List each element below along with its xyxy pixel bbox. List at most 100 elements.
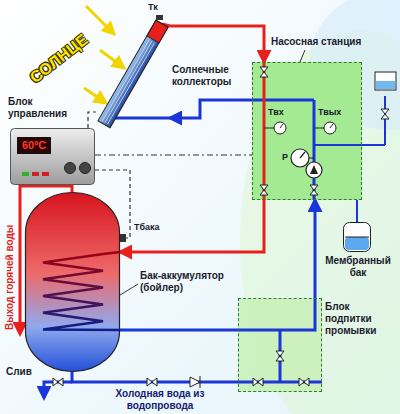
sensor-label: Тбака (134, 222, 160, 233)
membrane-tank-water (345, 237, 369, 250)
pipe-connector (170, 100, 252, 118)
node-label: Блок управления (8, 96, 80, 120)
circulation-pump (310, 165, 318, 174)
thermometer-dial (280, 124, 283, 128)
pipe-stub (108, 117, 170, 120)
inlet-label: Холодная вода из водопровода (115, 388, 205, 412)
pump-station-pipes (384, 96, 386, 145)
thermometer-dial (274, 122, 336, 134)
check-valve (200, 376, 201, 388)
pump-station-pipes (252, 99, 314, 102)
node-label: Насосная станция (271, 36, 381, 48)
membrane-tank-shell (344, 223, 371, 252)
valve-symbol (381, 109, 389, 119)
valve-symbol (147, 378, 157, 386)
gauge-label: Р (282, 152, 288, 163)
valve-symbol (299, 378, 309, 386)
tank-outline (25, 192, 120, 372)
outlet-label: Выход горячей воды (4, 225, 16, 330)
storage-tank: Бак-аккумулятор (бойлер) (25, 192, 120, 372)
check-valve (190, 376, 200, 388)
collector-panel (98, 20, 168, 127)
pump-station-pipes (314, 128, 324, 129)
heat-exchanger-coil (43, 252, 120, 330)
cold-water-pipe (44, 382, 72, 398)
membrane (345, 237, 369, 238)
pipe-connector (356, 200, 358, 222)
valve-symbol (253, 378, 263, 386)
node-label: Бак-аккумулятор (бойлер) (140, 270, 240, 294)
indicator-lamp (32, 172, 39, 176)
collector-panel (98, 20, 168, 127)
refill-block: Блок подпитки промывки (238, 298, 322, 392)
indicator-lamp (42, 172, 49, 176)
pump-station-pipes (314, 144, 385, 146)
sun-label: СОЛНЦЕ (26, 30, 92, 87)
indicator-lamp (22, 172, 29, 176)
pump-station-body (252, 62, 362, 200)
cold-water-pipe (238, 298, 315, 330)
solar-collector: Солнечные коллекторы (96, 14, 170, 130)
circulation-pump (306, 162, 322, 178)
sensor-label: Твх (268, 107, 284, 118)
pump-station-pipes (264, 128, 274, 129)
valve-symbol (260, 67, 268, 77)
pump-station-pipes (263, 62, 266, 200)
pump-station: Насосная станция (252, 62, 362, 200)
collector-hot-end (147, 20, 168, 43)
pipe-connector (170, 26, 264, 62)
circulation-pump (306, 162, 322, 178)
pipe-connector (120, 329, 238, 332)
valve-symbol (260, 67, 389, 195)
control-wire (88, 112, 96, 128)
thermometer-dial (324, 122, 336, 134)
valve-symbol (310, 185, 318, 195)
sensor-label: Твых (318, 107, 341, 118)
expansion-vessel (375, 72, 396, 90)
collector-sensor (156, 15, 163, 20)
thermometer-dial (330, 124, 333, 128)
pump-station-pipes (252, 62, 385, 200)
node-label: Мембранный бак (319, 255, 397, 279)
check-valve (190, 377, 200, 387)
refill-block-body (238, 298, 322, 392)
expansion-vessel (375, 72, 396, 90)
pump-station-body (252, 62, 362, 200)
control-knob (80, 163, 91, 174)
node-label: Блок подпитки промывки (325, 301, 397, 337)
sensor-label: Тк (148, 2, 158, 13)
sun-rays (86, 6, 114, 34)
control-knob (65, 163, 76, 174)
expansion-vessel (376, 81, 395, 89)
collector-tube (105, 41, 152, 122)
valve-symbol (276, 351, 284, 361)
memb-outline (343, 222, 371, 252)
sun-rays (84, 88, 106, 103)
leader-line (112, 50, 305, 300)
control-unit: Блок управления60ºC (10, 128, 95, 185)
collector-tube (102, 40, 149, 121)
control-housing (11, 129, 95, 185)
tank-shell (26, 193, 120, 372)
control-wire (95, 154, 252, 155)
thermometer-dial (274, 122, 286, 134)
pressure-gauge (300, 152, 305, 158)
membrane-tank: Мембранный бак (343, 222, 371, 252)
pipe-connector (314, 200, 317, 298)
node-label: Солнечные коллекторы (172, 64, 252, 88)
pressure-gauge (291, 149, 309, 167)
collector-outline (96, 14, 170, 130)
pressure-gauge (291, 149, 309, 167)
pipe-connector (120, 200, 264, 252)
valve-symbol (260, 185, 268, 195)
refill-block-body (238, 298, 322, 392)
display-readout: 60ºC (17, 137, 51, 154)
leader-line (300, 50, 305, 62)
sun-rays (100, 50, 124, 68)
valve-symbol (53, 378, 63, 386)
drain-label: Слив (6, 366, 32, 378)
collector-tube (108, 43, 155, 124)
